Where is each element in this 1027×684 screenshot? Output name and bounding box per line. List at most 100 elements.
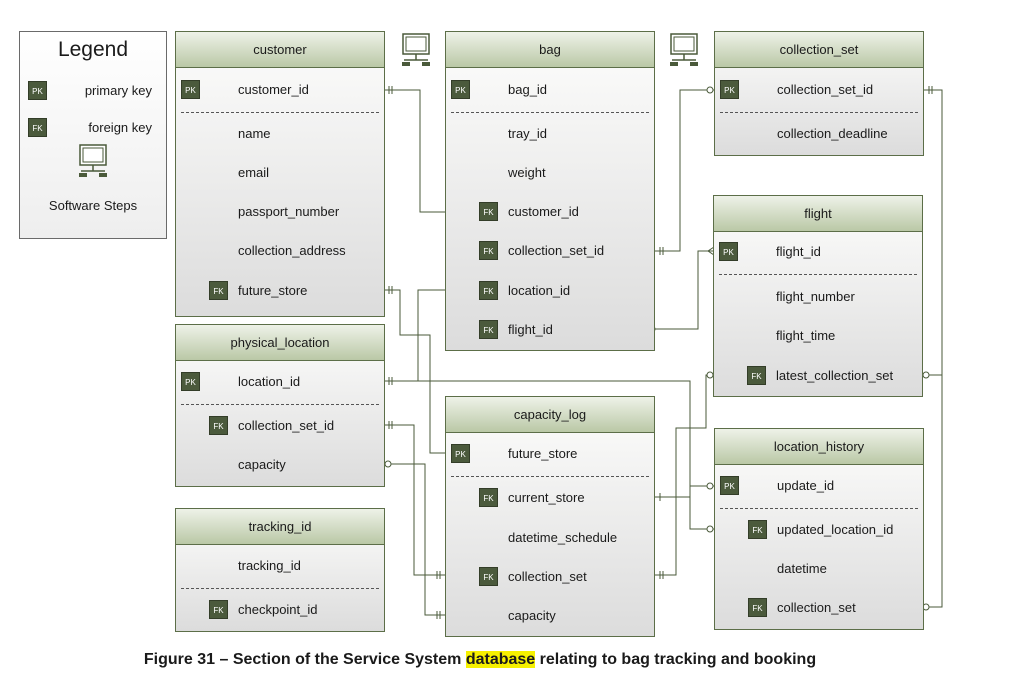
field-name: current_store xyxy=(508,490,585,505)
field-name: weight xyxy=(508,165,546,180)
field-row: datetime_schedule xyxy=(446,527,654,549)
pk-badge-icon: PK xyxy=(719,242,738,261)
field-name: capacity xyxy=(508,608,556,623)
table-capacity-log: capacity_log PK future_store FK current_… xyxy=(445,396,655,637)
pk-badge-icon: PK xyxy=(181,80,200,99)
field-name: future_store xyxy=(238,283,308,298)
caption-highlight: database xyxy=(465,651,536,668)
fk-badge-icon: FK xyxy=(748,520,767,539)
field-name: capacity xyxy=(238,457,286,472)
field-row: FK collection_set_id xyxy=(446,240,654,262)
field-name: collection_set_id xyxy=(508,243,605,258)
field-name: updated_location_id xyxy=(777,522,894,537)
field-name: passport_number xyxy=(238,204,340,219)
relation-physical-location-capacity-log xyxy=(384,424,445,576)
field-row: weight xyxy=(446,162,654,184)
field-name: flight_number xyxy=(776,289,855,304)
table-header: customer xyxy=(176,32,384,68)
legend-title: Legend xyxy=(57,38,129,61)
field-row: tracking_id xyxy=(176,555,384,577)
field-row: FK latest_collection_set xyxy=(714,365,922,387)
field-row: datetime xyxy=(715,558,923,580)
field-name: location_id xyxy=(508,283,571,298)
legend-label: primary key xyxy=(84,83,152,98)
field-name: future_store xyxy=(508,446,578,461)
field-name: name xyxy=(238,126,271,141)
legend-item-primary-key: PK primary key xyxy=(28,80,160,100)
table-header: flight xyxy=(714,196,922,232)
field-row: tray_id xyxy=(446,123,654,145)
table-bag: bag PK bag_id tray_id weight FK customer… xyxy=(445,31,655,351)
figure-caption: Figure 31 – Section of the Service Syste… xyxy=(0,651,960,669)
field-name: email xyxy=(238,165,270,180)
field-name: collection_set xyxy=(508,569,587,584)
relation-collection-set-location-history xyxy=(924,89,943,608)
field-name: collection_set xyxy=(777,600,856,615)
field-name: collection_set_id xyxy=(777,82,874,97)
table-physical-location: physical_location PK location_id FK coll… xyxy=(175,324,385,487)
field-row: PK location_id xyxy=(176,371,384,393)
pk-badge-icon: PK xyxy=(720,476,739,495)
computer-monitor-icon xyxy=(670,33,698,66)
table-flight: flight PK flight_id flight_number flight… xyxy=(713,195,923,397)
fk-badge-icon: FK xyxy=(479,241,498,260)
divider xyxy=(451,112,649,113)
pk-badge-icon: PK xyxy=(451,80,470,99)
field-name: customer_id xyxy=(238,82,309,97)
table-header: capacity_log xyxy=(446,397,654,433)
relation-customer-capacity-log xyxy=(384,289,445,454)
divider xyxy=(181,588,379,589)
field-row: FK collection_set xyxy=(446,566,654,588)
fk-badge-icon: FK xyxy=(479,488,498,507)
field-name: datetime_schedule xyxy=(508,530,618,545)
relation-location-history xyxy=(384,380,714,530)
fk-badge-icon: FK xyxy=(209,416,228,435)
table-location-history: location_history PK update_id FK updated… xyxy=(714,428,924,630)
relation-bag-collection-set xyxy=(655,89,714,252)
divider xyxy=(181,112,379,113)
fk-badge-icon: FK xyxy=(209,600,228,619)
divider xyxy=(181,404,379,405)
table-tracking-id: tracking_id tracking_id FK checkpoint_id xyxy=(175,508,385,632)
field-row: email xyxy=(176,162,384,184)
field-name: location_id xyxy=(238,374,301,389)
field-name: flight_time xyxy=(776,328,836,343)
table-customer: customer PK customer_id name email passp… xyxy=(175,31,385,317)
field-row: FK checkpoint_id xyxy=(176,599,384,621)
field-row: PK customer_id xyxy=(176,79,384,101)
field-row: FK flight_id xyxy=(446,319,654,341)
divider xyxy=(720,112,918,113)
legend-item-foreign-key: FK foreign key xyxy=(28,117,160,137)
field-row: FK updated_location_id xyxy=(715,519,923,541)
caption-text-end: relating to bag tracking and booking xyxy=(535,651,817,668)
field-name: tray_id xyxy=(508,126,548,141)
fk-badge-icon: FK xyxy=(479,281,498,300)
caption-text: Figure 31 – Section of the Service Syste… xyxy=(143,651,466,668)
field-name: tracking_id xyxy=(238,558,301,573)
pk-badge-icon: PK xyxy=(451,444,470,463)
relation-customer-bag xyxy=(384,89,445,213)
fk-badge-icon: FK xyxy=(479,567,498,586)
field-name: customer_id xyxy=(508,204,579,219)
pk-badge-icon: PK xyxy=(720,80,739,99)
table-header: location_history xyxy=(715,429,923,465)
field-name: latest_collection_set xyxy=(776,368,894,383)
field-row: passport_number xyxy=(176,201,384,223)
table-collection-set: collection_set PK collection_set_id coll… xyxy=(714,31,924,156)
field-row: FK collection_set xyxy=(715,597,923,619)
relation-capacity-log-location-history xyxy=(655,485,714,498)
divider xyxy=(720,508,918,509)
fk-badge-icon: FK xyxy=(28,118,47,137)
field-name: flight_id xyxy=(776,244,821,259)
field-row: FK collection_set_id xyxy=(176,415,384,437)
field-row: FK location_id xyxy=(446,280,654,302)
fk-badge-icon: FK xyxy=(747,366,766,385)
relation-bag-flight xyxy=(655,250,714,330)
field-row: capacity xyxy=(446,605,654,627)
field-row: FK current_store xyxy=(446,487,654,509)
fk-badge-icon: FK xyxy=(748,598,767,617)
field-name: datetime xyxy=(777,561,827,576)
field-row: name xyxy=(176,123,384,145)
legend-box: Legend PK primary key FK foreign key Sof… xyxy=(19,31,167,239)
field-name: collection_set_id xyxy=(238,418,335,433)
